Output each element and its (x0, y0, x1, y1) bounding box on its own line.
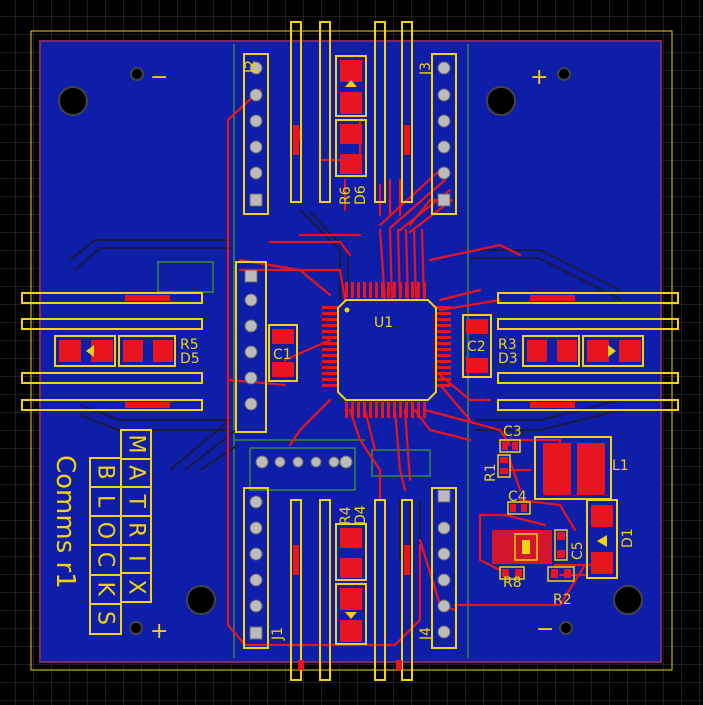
label-r6: R6 (338, 186, 354, 205)
logo-letter: M (124, 435, 149, 454)
logo-letter: K (93, 582, 118, 597)
mounting-hole-tl (58, 86, 88, 116)
board-outer-outline (30, 30, 673, 671)
marker-minus-br: − (536, 617, 554, 642)
label-j3: J3 (418, 62, 434, 76)
label-l1: L1 (612, 458, 629, 474)
label-c2: C2 (467, 339, 486, 355)
header-j4 (431, 487, 457, 649)
label-r1: R1 (483, 463, 499, 482)
logo-letter: C (93, 552, 118, 567)
headers (235, 53, 457, 649)
label-d6: D6 (353, 185, 369, 205)
header-j3 (431, 53, 457, 215)
label-j1: J1 (270, 627, 286, 641)
power-section (492, 436, 618, 582)
mounting-hole-bl (186, 585, 216, 615)
label-d5: D5 (180, 351, 200, 367)
board-title: Comms r1 (50, 455, 80, 589)
logo-letter: B (93, 464, 118, 479)
logo-letter: X (124, 579, 149, 594)
polarity-markers: − + + − (150, 65, 554, 644)
header-pins (244, 61, 451, 640)
header-j2 (243, 53, 269, 215)
microcontroller-u1 (322, 282, 451, 418)
logo-letter: S (93, 611, 118, 625)
label-c4: C4 (508, 489, 527, 505)
label-c1: C1 (273, 347, 292, 363)
led-resistor-pairs (54, 55, 644, 645)
silkscreen-labels: J2 J3 J1 J4 U1 C1 C2 C3 C4 C5 R1 R2 R3 D… (180, 60, 636, 641)
label-r5: R5 (180, 337, 199, 353)
label-r3: R3 (498, 337, 517, 353)
label-u1: U1 (374, 315, 393, 331)
mounting-hole-br (613, 585, 643, 615)
logo-grid (89, 429, 152, 635)
label-r2: R2 (553, 592, 572, 608)
marker-minus-tl: − (150, 65, 168, 90)
label-r4: R4 (338, 506, 354, 525)
header-mid (235, 261, 267, 433)
mounting-hole-tr (486, 86, 516, 116)
label-j2: J2 (243, 60, 259, 74)
label-d3: D3 (498, 351, 518, 367)
header-j1 (243, 487, 269, 649)
label-c5: C5 (570, 541, 586, 560)
logo-letter: T (124, 493, 149, 508)
label-d1: D1 (620, 528, 636, 548)
edge-fingers (21, 21, 679, 681)
mounting-holes (58, 67, 643, 635)
logo-letter: O (93, 522, 118, 539)
label-j4: J4 (418, 627, 434, 641)
label-c3: C3 (503, 424, 522, 440)
logo-letter: A (124, 465, 149, 480)
capacitors (268, 314, 492, 382)
logo-letter: R (124, 522, 149, 537)
label-r8: R8 (503, 575, 522, 591)
label-d4: D4 (353, 505, 369, 525)
finger-pads (125, 125, 575, 670)
marker-plus-tr: + (530, 65, 548, 90)
marker-plus-bl: + (150, 619, 168, 644)
logo-letter: L (93, 495, 118, 508)
logo-letter: I (124, 555, 149, 562)
